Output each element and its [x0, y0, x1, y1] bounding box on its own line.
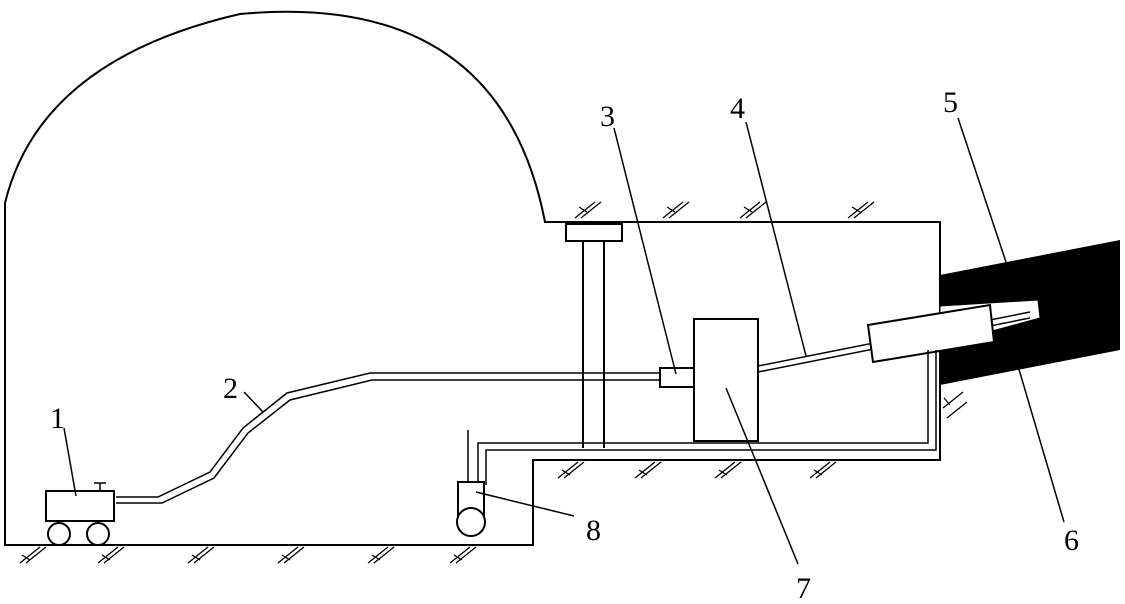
cart-wheel-left	[47, 522, 71, 546]
label-1: 1	[50, 402, 65, 435]
callout-labels: 1 2 3 4 5 6 7 8	[50, 86, 1079, 604]
pump-8	[456, 481, 486, 537]
return-pipe	[467, 350, 937, 485]
label-4: 4	[730, 92, 745, 125]
label-8: 8	[586, 514, 601, 547]
tunnel-outline	[4, 10, 941, 546]
label-3: 3	[600, 100, 615, 133]
label-2: 2	[223, 372, 238, 405]
ground-hatching	[19, 201, 968, 564]
support-column	[565, 223, 623, 448]
device-7	[693, 318, 759, 442]
cart-wheel-right	[86, 522, 110, 546]
label-7: 7	[796, 572, 811, 604]
tunnel-arch	[4, 10, 941, 546]
hose-2	[116, 372, 660, 504]
connector-3	[659, 367, 695, 388]
rod-4	[757, 303, 1031, 373]
cart-1	[45, 482, 115, 546]
label-6: 6	[1064, 524, 1079, 557]
cart-body	[45, 490, 115, 522]
column-cap	[565, 223, 623, 242]
label-5: 5	[943, 86, 958, 119]
hatch-upper-floor	[557, 461, 837, 479]
leader-lines	[63, 117, 1065, 565]
hatch-wall	[942, 391, 968, 419]
pump-wheel	[456, 507, 486, 537]
rod-sleeve	[866, 303, 996, 364]
hatch-roof	[574, 201, 875, 219]
hatch-floor	[19, 546, 477, 564]
